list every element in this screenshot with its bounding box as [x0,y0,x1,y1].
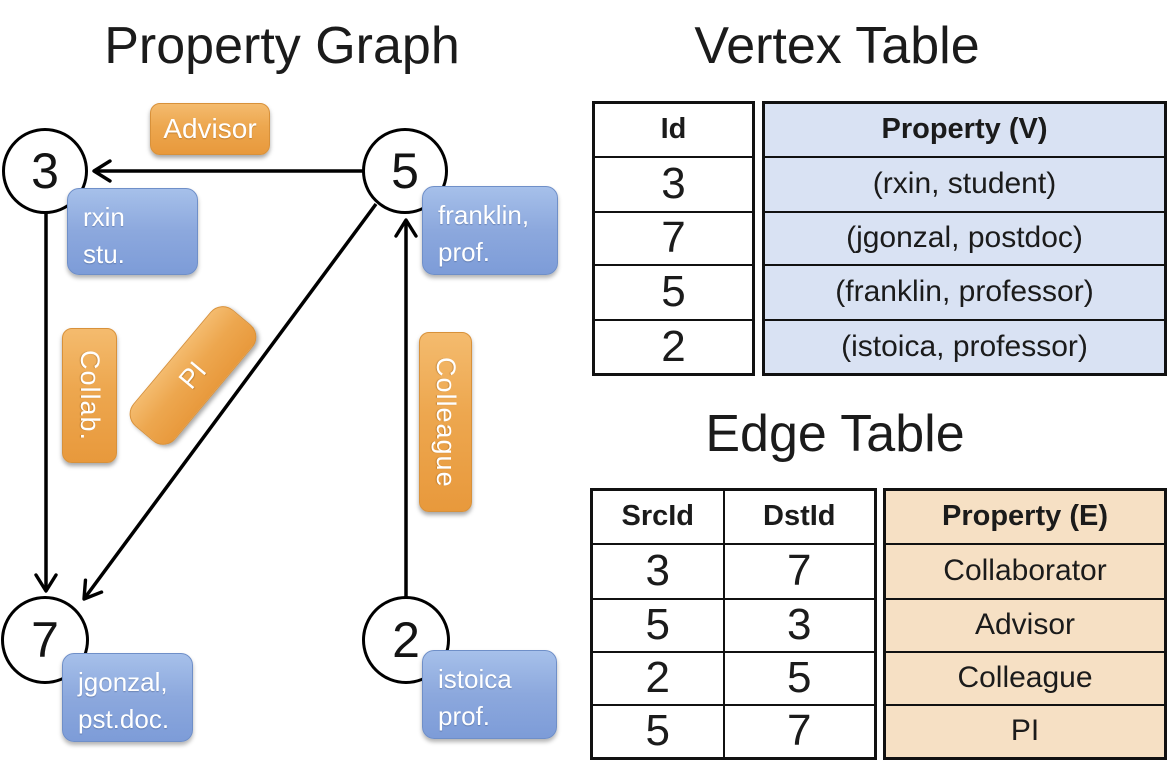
graph-edges-layer [34,159,418,601]
edge-table-header-srcid: SrcId [590,488,725,545]
edge-table-header-property: Property (E) [883,488,1167,545]
vertex-property-line: franklin, [438,200,530,230]
edge-src-cell: 2 [590,650,725,706]
edge-property-cell: PI [883,703,1167,760]
edge-property-table: Property (E) Collaborator Advisor Collea… [883,488,1167,760]
vertex-property-line: rxin [83,202,125,232]
edge-table-header-dstid: DstId [722,488,877,545]
graph-node-5: 5 [362,128,448,214]
edge-property-cell: Collaborator [883,542,1167,600]
node-id: 3 [31,143,59,199]
vertex-id-cell: 3 [592,155,755,213]
vertex-property-istoica: istoica prof. [422,650,557,739]
edge-label-advisor: Advisor [150,103,270,155]
edge-dst-cell: 3 [722,597,877,653]
vertex-id-cell: 5 [592,263,755,321]
vertex-property-line: prof. [438,700,491,731]
edge-src-dst-table: SrcId DstId 3 7 5 3 2 5 5 7 [590,488,877,760]
edge-dst-cell: 7 [722,542,877,600]
property-graph-title: Property Graph [104,17,460,75]
edge-pi-5-to-7 [82,202,378,601]
edge-src-cell: 3 [590,542,725,600]
vertex-property-line: stu. [83,238,125,269]
edge-label-text: Advisor [163,113,257,144]
vertex-property-line: istoica [438,664,512,694]
edge-src-cell: 5 [590,703,725,760]
vertex-property-franklin: franklin, prof. [422,186,558,275]
vertex-table-title: Vertex Table [694,17,980,75]
vertex-property-line: prof. [438,236,491,267]
vertex-id-cell: 2 [592,318,755,376]
vertex-property-table: Property (V) (rxin, student) (jgonzal, p… [762,101,1167,376]
node-id: 7 [31,612,59,668]
node-id: 5 [391,143,419,199]
edge-table-title: Edge Table [705,405,965,463]
node-id: 2 [392,612,420,668]
vertex-id-table: Id 3 7 5 2 [592,101,755,376]
vertex-table-header-id: Id [592,101,755,158]
vertex-property-jgonzal: jgonzal, pst.doc. [62,653,193,742]
graph-node-2: 2 [362,596,450,684]
edge-property-cell: Advisor [883,597,1167,653]
vertex-property-cell: (jgonzal, postdoc) [762,210,1167,266]
vertex-property-line: pst.doc. [78,703,170,734]
edge-label-text: PI [172,355,213,395]
edge-label-colleague: Colleague [419,332,472,512]
vertex-property-line: jgonzal, [78,667,168,697]
edge-label-text: Collab. [75,349,105,442]
edge-label-collab: Collab. [62,328,117,463]
edge-src-cell: 5 [590,597,725,653]
vertex-property-rxin: rxin stu. [67,188,198,275]
edge-dst-cell: 5 [722,650,877,706]
edge-dst-cell: 7 [722,703,877,760]
vertex-id-cell: 7 [592,210,755,266]
vertex-property-cell: (istoica, professor) [762,318,1167,376]
edge-label-text: Colleague [431,356,461,488]
vertex-property-cell: (rxin, student) [762,155,1167,213]
vertex-table-header-property: Property (V) [762,101,1167,158]
vertex-property-cell: (franklin, professor) [762,263,1167,321]
edge-property-cell: Colleague [883,650,1167,706]
